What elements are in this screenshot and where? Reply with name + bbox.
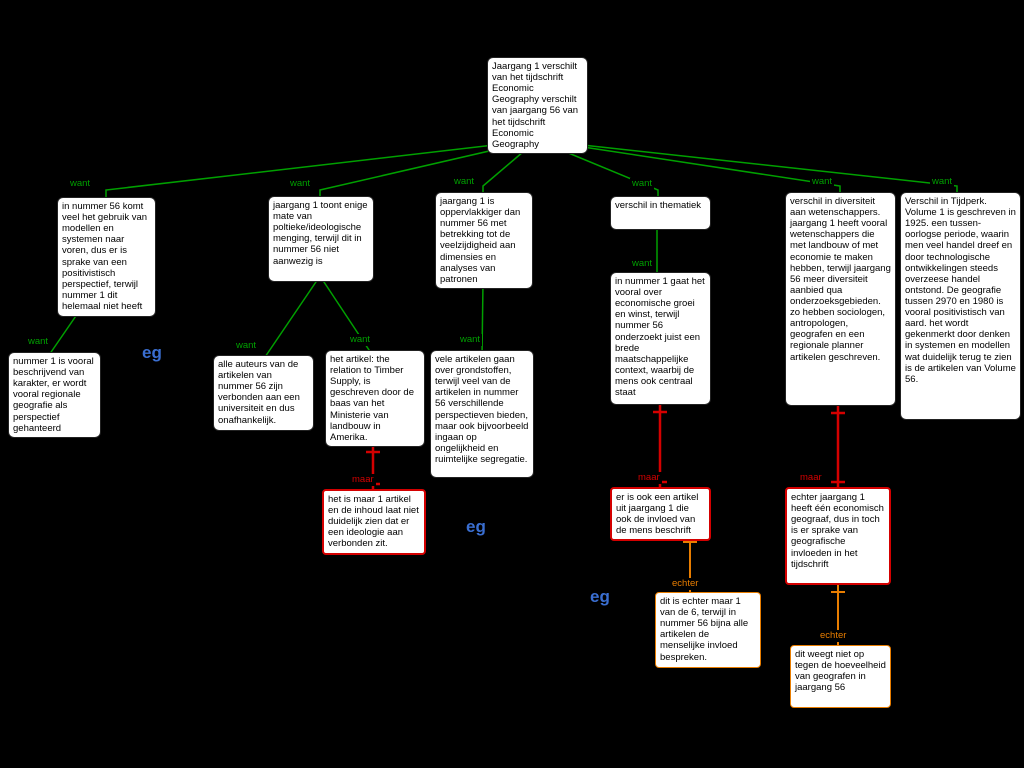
eg-annotation[interactable]: eg — [142, 343, 162, 362]
node-economische-groei[interactable]: in nummer 1 gaat het vooral over economi… — [610, 272, 711, 405]
node-maar-econ-geograaf[interactable]: echter jaargang 1 heeft één economisch g… — [785, 487, 891, 585]
edge-ideologie-auteurs — [262, 275, 321, 361]
edge-positivistisch-beschrijvend — [46, 309, 81, 359]
node-beschrijvend[interactable]: nummer 1 is vooral beschrijvend van kara… — [8, 352, 101, 438]
edge-label-want[interactable]: want — [348, 334, 373, 346]
edge-root-tijdperk — [536, 139, 958, 198]
edge-label-maar[interactable]: maar — [636, 472, 662, 484]
edge-label-want[interactable]: want — [68, 178, 93, 190]
edge-oppervlakkig-grondstoffen — [481, 281, 484, 357]
node-tijdperk[interactable]: Verschil in Tijdperk. Volume 1 is geschr… — [900, 192, 1021, 420]
edge-label-want[interactable]: want — [288, 178, 313, 190]
edge-label-want[interactable]: want — [810, 176, 835, 188]
node-timber[interactable]: het artikel: the relation to Timber Supp… — [325, 350, 425, 447]
edge-label-maar[interactable]: maar — [350, 474, 376, 486]
edge-label-want[interactable]: want — [458, 334, 483, 346]
eg-annotation[interactable]: eg — [466, 517, 486, 536]
node-auteurs[interactable]: alle auteurs van de artikelen van nummer… — [213, 355, 314, 431]
eg-annotation[interactable]: eg — [590, 587, 610, 606]
node-maar-1-artikel[interactable]: het is maar 1 artikel en de inhoud laat … — [322, 489, 426, 555]
edge-label-echter[interactable]: echter — [670, 578, 701, 590]
edge-label-want[interactable]: want — [452, 176, 477, 188]
edge-label-maar[interactable]: maar — [798, 472, 824, 484]
edge-label-want[interactable]: want — [630, 258, 655, 270]
node-echter-1-van-6[interactable]: dit is echter maar 1 van de 6, terwijl i… — [655, 592, 761, 668]
node-positivistisch[interactable]: in nummer 56 komt veel het gebruik van m… — [57, 197, 156, 317]
node-grondstoffen[interactable]: vele artikelen gaan over grondstoffen, t… — [430, 350, 534, 478]
node-echter-geografen[interactable]: dit weegt niet op tegen de hoeveelheid v… — [790, 645, 891, 708]
node-diversiteit[interactable]: verschil in diversiteit aan wetenschappe… — [785, 192, 896, 406]
node-oppervlakkig[interactable]: jaargang 1 is oppervlakkiger dan nummer … — [435, 192, 533, 289]
node-thematiek[interactable]: verschil in thematiek — [610, 196, 711, 230]
edge-label-want[interactable]: want — [630, 178, 655, 190]
edge-label-echter[interactable]: echter — [818, 630, 849, 642]
node-maar-artikel-mens[interactable]: er is ook een artikel uit jaargang 1 die… — [610, 487, 711, 542]
edge-label-want[interactable]: want — [234, 340, 259, 352]
edge-label-want[interactable]: want — [26, 336, 51, 348]
node-root[interactable]: Jaargang 1 verschilt van het tijdschrift… — [487, 57, 588, 154]
edge-label-want[interactable]: want — [930, 176, 955, 188]
node-ideologie[interactable]: jaargang 1 toont enige mate van poltieke… — [268, 196, 374, 282]
